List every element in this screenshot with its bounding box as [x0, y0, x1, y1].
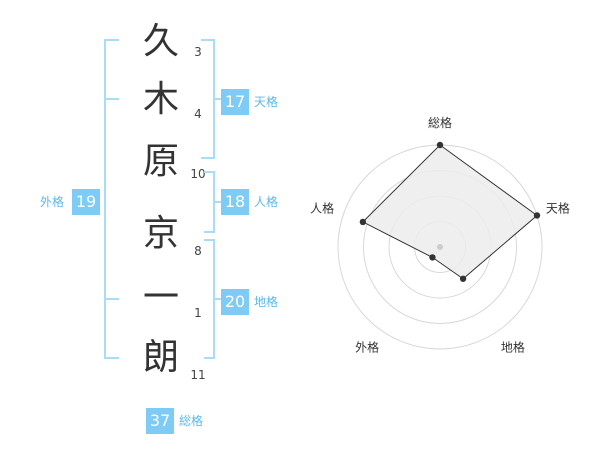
radar-point	[436, 141, 444, 149]
stroke-count-4: 8	[194, 244, 202, 258]
radar-points	[359, 141, 541, 282]
stroke-count-1: 3	[194, 45, 202, 59]
radar-point	[359, 218, 367, 226]
radar-axis-label-chikaku: 地格	[501, 339, 525, 354]
score-jinkaku-badge: 18	[221, 189, 249, 215]
radar-center-dot	[437, 244, 443, 250]
stroke-count-5: 1	[194, 306, 202, 320]
score-soukaku-label: 総格	[179, 414, 204, 428]
bracket-chikaku	[204, 239, 215, 359]
stroke-count-3: 10	[190, 167, 206, 181]
name-character-1: 久	[142, 21, 179, 62]
name-character-5: 一	[142, 277, 179, 318]
score-chikaku-label: 地格	[254, 295, 279, 309]
bracket-gaikaku	[104, 39, 119, 359]
score-jinkaku-label: 人格	[254, 195, 279, 209]
radar-axis-label-soukaku: 総格	[428, 115, 452, 130]
score-soukaku-badge: 37	[146, 408, 174, 434]
stroke-count-6: 11	[190, 368, 206, 382]
score-tenkaku-label: 天格	[254, 95, 279, 109]
radar-chart: 総格 天格 地格 外格 人格	[310, 115, 570, 354]
score-gaikaku-badge: 19	[72, 189, 100, 215]
stroke-count-2: 4	[194, 107, 202, 121]
radar-point	[429, 254, 436, 261]
radar-point	[459, 275, 467, 282]
score-chikaku-badge: 20	[221, 289, 249, 315]
name-character-3: 原	[142, 141, 179, 182]
radar-point	[533, 212, 541, 219]
radar-area	[362, 144, 538, 280]
radar-axis-label-tenkaku: 天格	[546, 201, 570, 216]
name-character-4: 京	[142, 213, 179, 254]
bracket-tenkaku	[201, 39, 215, 159]
bracket-jinkaku	[204, 171, 215, 233]
name-character-2: 木	[142, 79, 179, 120]
score-tenkaku-badge: 17	[221, 89, 249, 115]
score-gaikaku-label: 外格	[40, 195, 65, 209]
radar-axis-label-jinkaku: 人格	[310, 201, 334, 216]
name-character-6: 朗	[142, 337, 179, 378]
radar-axis-label-gaikaku: 外格	[355, 339, 379, 354]
